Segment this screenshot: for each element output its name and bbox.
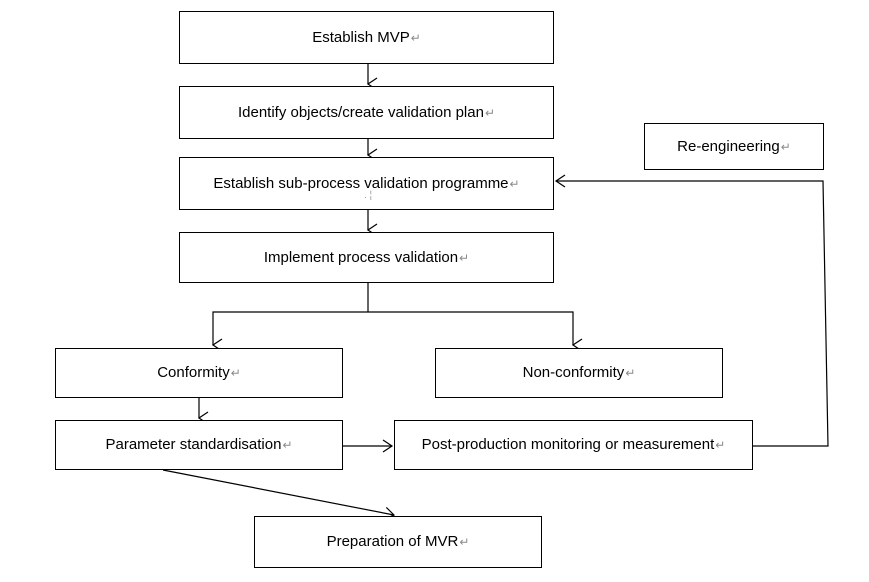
node-preparation-of-mvr-label: Preparation of MVR: [326, 533, 459, 550]
connector-implement-split-right: [368, 311, 583, 352]
node-re-engineering[interactable]: Re-engineering↵: [644, 123, 824, 170]
node-establish-mvp-label: Establish MVP: [312, 28, 410, 46]
pilcrow-icon: ↵: [282, 438, 293, 452]
pilcrow-icon: ↵: [410, 30, 421, 45]
node-identify-objects[interactable]: Identify objects/create validation plan↵: [179, 86, 554, 139]
node-parameter-standardisation-label: Parameter standardisation: [105, 436, 282, 453]
node-post-production-monitoring-label: Post-production monitoring or measuremen…: [421, 436, 715, 453]
node-conformity-label: Conformity: [157, 364, 230, 381]
node-implement-process-validation-label: Implement process validation: [263, 248, 459, 266]
stray-mark: . ¦: [364, 190, 373, 201]
node-post-production-monitoring[interactable]: Post-production monitoring or measuremen…: [394, 420, 753, 470]
node-re-engineering-label: Re-engineering: [677, 137, 780, 155]
node-establish-sub-process[interactable]: Establish sub-process validation program…: [179, 157, 554, 210]
connector-implement-split-left: [211, 311, 368, 352]
node-establish-mvp[interactable]: Establish MVP↵: [179, 11, 554, 64]
node-non-conformity-label: Non-conformity: [522, 364, 625, 381]
pilcrow-icon: ↵: [459, 535, 470, 549]
pilcrow-icon: ↵: [715, 438, 726, 452]
node-non-conformity[interactable]: Non-conformity↵: [435, 348, 723, 398]
pilcrow-icon: ↵: [459, 250, 470, 265]
node-preparation-of-mvr[interactable]: Preparation of MVR↵: [254, 516, 542, 568]
connector-parameter-to-mvr: [162, 469, 396, 520]
node-conformity[interactable]: Conformity↵: [55, 348, 343, 398]
pilcrow-icon: ↵: [780, 139, 791, 154]
node-implement-process-validation[interactable]: Implement process validation↵: [179, 232, 554, 283]
connector-post-production-feedback: [554, 174, 829, 447]
pilcrow-icon: ↵: [625, 366, 636, 380]
pilcrow-icon: ↵: [230, 366, 241, 380]
node-parameter-standardisation[interactable]: Parameter standardisation↵: [55, 420, 343, 470]
node-establish-sub-process-label: Establish sub-process validation program…: [213, 174, 509, 192]
pilcrow-icon: ↵: [484, 105, 496, 120]
node-identify-objects-label: Identify objects/create validation plan: [237, 103, 484, 121]
pilcrow-icon: ↵: [509, 176, 520, 191]
